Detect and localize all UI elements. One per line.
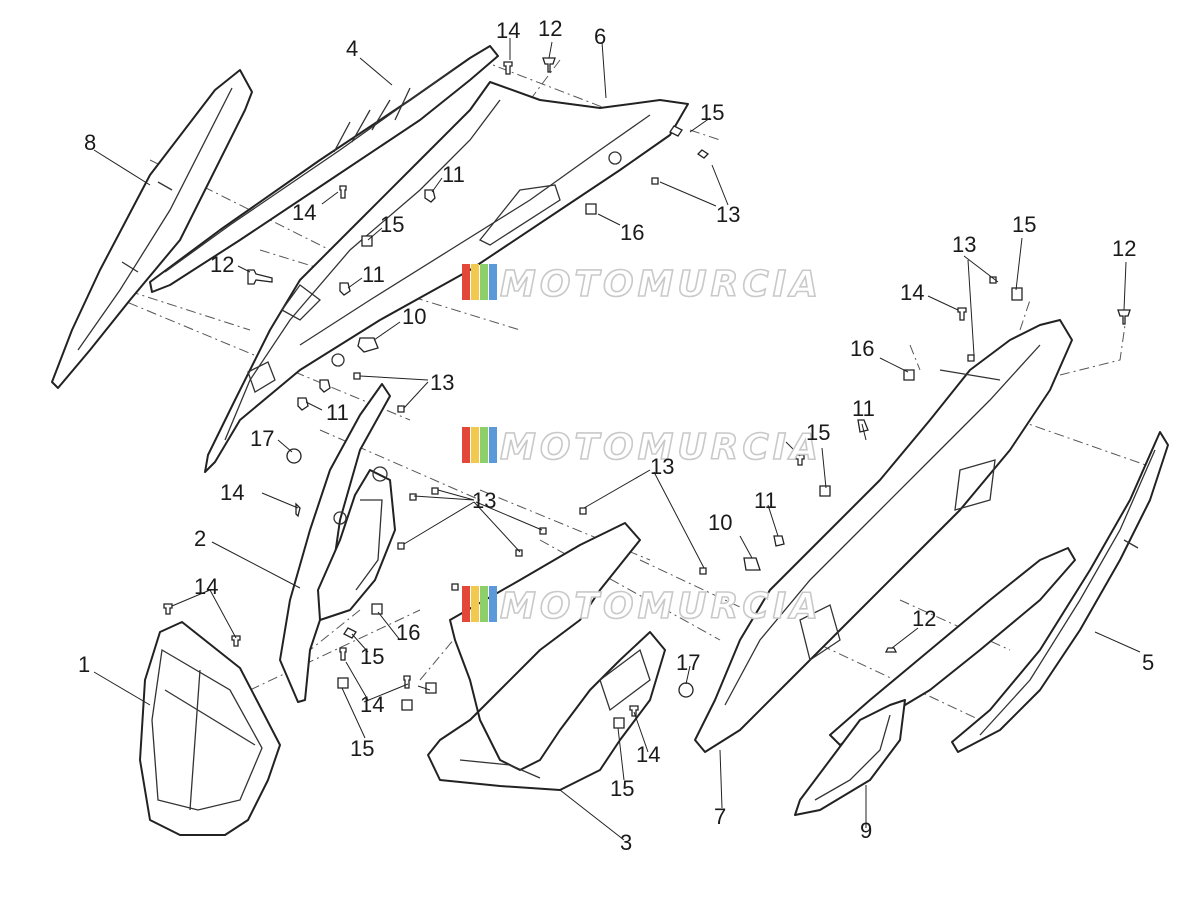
- callout-14: 14: [900, 280, 924, 305]
- callout-14: 14: [360, 692, 384, 717]
- watermark-stripe: [480, 264, 488, 300]
- callout-10: 10: [708, 510, 732, 535]
- part-3-lower-side-panel: [427, 522, 666, 791]
- watermark-stripe: [489, 427, 497, 463]
- callout-15: 15: [806, 420, 830, 445]
- callout-12: 12: [1112, 236, 1136, 261]
- callout-14: 14: [636, 742, 660, 767]
- callout-11: 11: [362, 262, 385, 287]
- callout-8: 8: [84, 130, 96, 155]
- callout-15: 15: [700, 100, 724, 125]
- callout-13: 13: [430, 370, 454, 395]
- part-8-side-strip: [51, 69, 253, 389]
- callout-16: 16: [620, 220, 644, 245]
- callout-3: 3: [620, 830, 632, 855]
- callout-4: 4: [346, 36, 358, 61]
- part-9-lower-right-panel: [794, 547, 1076, 816]
- part-1-front-shield: [139, 621, 281, 836]
- callout-11: 11: [442, 162, 465, 187]
- callout-15: 15: [610, 776, 634, 801]
- callout-10: 10: [402, 304, 426, 329]
- watermark-stripe: [462, 264, 470, 300]
- part-2-left-inner-panel: [279, 383, 396, 703]
- watermark-stripe: [480, 586, 488, 622]
- watermark-text: MOTOMURCIA: [500, 427, 822, 468]
- callout-13: 13: [472, 488, 496, 513]
- watermark-stripe: [489, 586, 497, 622]
- callout-12: 12: [538, 16, 562, 41]
- callout-15: 15: [360, 644, 384, 669]
- watermark-stripe: [471, 586, 479, 622]
- callout-7: 7: [714, 804, 726, 829]
- callout-16: 16: [396, 620, 420, 645]
- part-4-upper-rail: [149, 45, 499, 293]
- callout-13: 13: [716, 202, 740, 227]
- part-5-right-strip: [951, 431, 1169, 753]
- watermark-stripe: [462, 586, 470, 622]
- callout-14: 14: [220, 480, 244, 505]
- callout-2: 2: [194, 526, 206, 551]
- callout-14: 14: [194, 574, 218, 599]
- watermark-stripe: [462, 427, 470, 463]
- leader-lines: [93, 38, 1141, 841]
- callout-6: 6: [594, 24, 606, 49]
- watermark-stripe: [471, 427, 479, 463]
- callout-9: 9: [860, 818, 872, 843]
- callout-16: 16: [850, 336, 874, 361]
- watermark-stripe: [480, 427, 488, 463]
- callout-5: 5: [1142, 650, 1154, 675]
- part-7-right-side-body: [694, 319, 1073, 753]
- callout-12: 12: [912, 606, 936, 631]
- watermark-text: MOTOMURCIA: [500, 586, 822, 627]
- callout-labels: 1 2 3 4 5 6 7 8 9 10 10 11 11 11 11 11 1…: [78, 16, 1154, 855]
- watermark-stripe: [471, 264, 479, 300]
- callout-11: 11: [326, 400, 349, 425]
- watermark-group: MOTOMURCIA MOTOMURCIA MOTOMURCIA: [462, 263, 822, 628]
- watermark-text: MOTOMURCIA: [500, 264, 822, 305]
- callout-17: 17: [676, 650, 700, 675]
- callout-1: 1: [78, 652, 90, 677]
- callout-11: 11: [852, 396, 875, 421]
- callout-15: 15: [1012, 212, 1036, 237]
- callout-15: 15: [380, 212, 404, 237]
- hardware-fasteners: [163, 57, 1131, 729]
- callout-14: 14: [292, 200, 316, 225]
- callout-17: 17: [250, 426, 274, 451]
- callout-13: 13: [952, 232, 976, 257]
- watermark-2: MOTOMURCIA: [462, 426, 822, 469]
- part-6-rear-cover: [204, 81, 689, 473]
- callout-11: 11: [754, 488, 777, 513]
- watermark-stripe: [489, 264, 497, 300]
- callout-14: 14: [496, 18, 520, 43]
- callout-12: 12: [210, 252, 234, 277]
- watermark-3: MOTOMURCIA: [462, 585, 822, 628]
- callout-13: 13: [650, 454, 674, 479]
- watermark-1: MOTOMURCIA: [462, 263, 822, 306]
- callout-15: 15: [350, 736, 374, 761]
